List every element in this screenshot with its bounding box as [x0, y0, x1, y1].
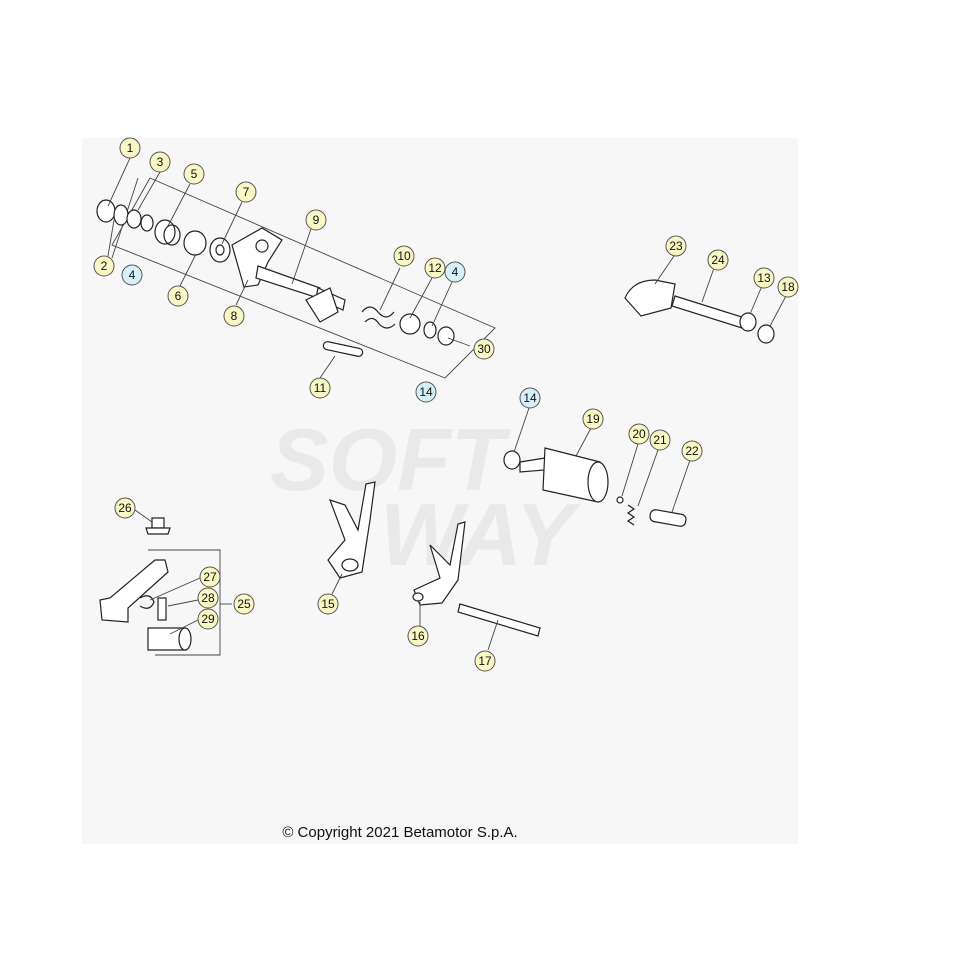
shift-arm-assembly — [624, 279, 775, 344]
callout-4a: 4 — [121, 264, 143, 286]
svg-text:21: 21 — [653, 433, 667, 447]
fork-rod-part — [457, 603, 541, 637]
watermark-line2: WAY — [380, 485, 581, 584]
callout-25: 25 — [233, 593, 255, 615]
shift-fork-part-16 — [413, 521, 466, 606]
svg-text:2: 2 — [101, 259, 108, 273]
callout-8: 8 — [223, 305, 245, 327]
svg-text:19: 19 — [586, 412, 600, 426]
nut-part — [757, 324, 775, 344]
callout-5: 5 — [183, 163, 205, 185]
spring-part-21 — [626, 504, 636, 526]
shift-arm-part — [624, 279, 676, 317]
callout-22: 22 — [681, 440, 703, 462]
svg-text:16: 16 — [411, 629, 425, 643]
callout-11: 11 — [309, 377, 331, 399]
svg-text:24: 24 — [711, 253, 725, 267]
svg-text:11: 11 — [314, 381, 327, 395]
callout-2: 2 — [93, 255, 115, 277]
callout-14a: 14 — [415, 381, 437, 403]
callout-1: 1 — [119, 137, 141, 159]
svg-text:29: 29 — [201, 612, 215, 626]
spring-part-27 — [139, 595, 155, 609]
callout-7: 7 — [235, 181, 257, 203]
bolt-part — [151, 517, 165, 529]
callout-14b: 14 — [519, 387, 541, 409]
svg-text:1: 1 — [127, 141, 134, 155]
svg-text:18: 18 — [781, 280, 795, 294]
callout-15: 15 — [317, 593, 339, 615]
callout-4b: 4 — [444, 261, 466, 283]
watermark: SOFT WAY — [270, 410, 581, 584]
leader-lines — [107, 157, 787, 651]
svg-text:3: 3 — [157, 155, 164, 169]
pin-part-28 — [157, 597, 167, 621]
copyright-notice: © Copyright 2021 Betamotor S.p.A. — [282, 824, 518, 841]
svg-text:20: 20 — [632, 427, 646, 441]
spring-part-10 — [361, 306, 396, 329]
callout-20: 20 — [628, 423, 650, 445]
shift-fork-assembly — [327, 481, 541, 637]
svg-text:10: 10 — [397, 249, 411, 263]
svg-text:8: 8 — [231, 309, 238, 323]
callout-19: 19 — [582, 408, 604, 430]
shift-shaft-assembly — [96, 177, 496, 379]
callout-29: 29 — [197, 608, 219, 630]
callout-6: 6 — [167, 285, 189, 307]
callout-27: 27 — [199, 566, 221, 588]
callout-17: 17 — [474, 650, 496, 672]
svg-text:17: 17 — [478, 654, 492, 668]
svg-text:5: 5 — [191, 167, 198, 181]
svg-text:14: 14 — [419, 385, 433, 399]
callout-23: 23 — [665, 235, 687, 257]
callouts: 1 3 5 7 9 10 12 4 30 2 4 6 8 11 14 23 24… — [93, 137, 799, 672]
pin-part-22 — [649, 509, 687, 527]
shift-lever-part — [231, 227, 283, 288]
spring-part — [154, 219, 176, 245]
svg-text:30: 30 — [477, 342, 491, 356]
callout-12: 12 — [424, 257, 446, 279]
svg-text:4: 4 — [129, 268, 136, 282]
shift-fork-part-15 — [327, 481, 376, 579]
callout-18: 18 — [777, 276, 799, 298]
lever-arm-part — [99, 559, 169, 623]
svg-text:6: 6 — [175, 289, 182, 303]
svg-text:25: 25 — [237, 597, 251, 611]
svg-text:22: 22 — [685, 444, 699, 458]
callout-30: 30 — [473, 338, 495, 360]
pin-part — [322, 341, 364, 357]
callout-16: 16 — [407, 625, 429, 647]
callout-9: 9 — [305, 209, 327, 231]
callout-13: 13 — [753, 267, 775, 289]
watermark-line1: SOFT — [270, 410, 511, 509]
callout-26: 26 — [114, 497, 136, 519]
svg-text:4: 4 — [452, 265, 459, 279]
callout-28: 28 — [197, 587, 219, 609]
washer-part — [96, 199, 116, 223]
svg-text:12: 12 — [428, 261, 442, 275]
svg-text:13: 13 — [757, 271, 771, 285]
svg-text:7: 7 — [243, 185, 250, 199]
svg-text:26: 26 — [118, 501, 132, 515]
svg-text:27: 27 — [203, 570, 217, 584]
shift-drum-assembly — [503, 447, 687, 527]
callout-10: 10 — [393, 245, 415, 267]
svg-text:23: 23 — [669, 239, 683, 253]
svg-text:15: 15 — [321, 597, 335, 611]
callout-24: 24 — [707, 249, 729, 271]
gear-lever-assembly — [99, 517, 221, 656]
shift-shaft-part — [255, 265, 321, 299]
callout-3: 3 — [149, 151, 171, 173]
svg-text:14: 14 — [523, 391, 537, 405]
svg-text:9: 9 — [313, 213, 320, 227]
svg-text:28: 28 — [201, 591, 215, 605]
callout-21: 21 — [649, 429, 671, 451]
